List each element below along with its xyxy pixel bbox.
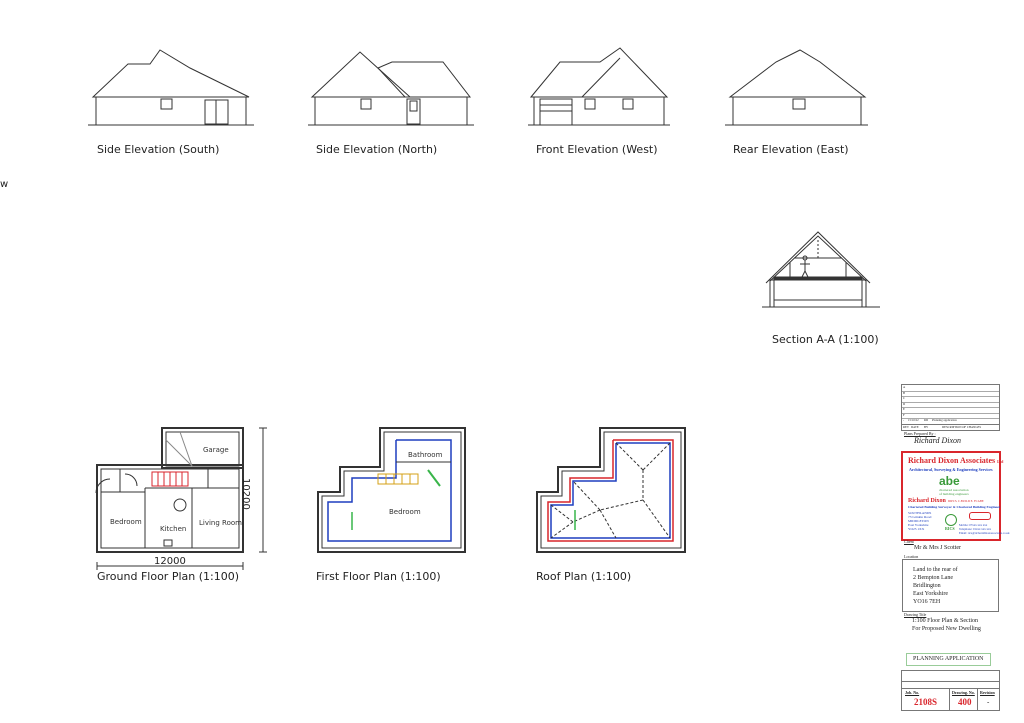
revision-row: E (902, 407, 999, 414)
company-name: Richard Dixon Associates Ltd (908, 456, 1004, 465)
drawing-no-value: 400 (958, 697, 972, 707)
contact-line-0: Mobile: 07xxx xxx xxx (959, 523, 988, 527)
abe-subtitle-2: of building engineers (939, 492, 969, 496)
width-dimension: 12000 (154, 556, 186, 567)
job-box: Job. No. Drawing. No. Revision 2108S 400… (901, 670, 1000, 711)
abe-logo: abe (939, 474, 960, 488)
job-no-value: 2108S (914, 697, 938, 707)
revision-cell-by: RD (924, 418, 929, 422)
elevation-north-label: Side Elevation (North) (316, 143, 438, 156)
contact-line-1: Telephone: 01xxx xxx xxx (959, 527, 992, 531)
contact-line-2: Email: rics@richarddixonassociates.co.uk (959, 531, 1010, 535)
revision-cell-date: 15/10/22 (908, 418, 919, 422)
address-line-0: SOUTHLANDS (908, 511, 932, 515)
person-title: Chartered Building Surveyor & Chartered … (908, 505, 1001, 509)
edge-text-fragment: w (0, 179, 9, 190)
revision-row: F (902, 412, 999, 419)
rev-header-date: DATE (911, 425, 919, 429)
drawing-title-label: Drawing Title (904, 612, 927, 617)
revision-row: A (902, 385, 999, 392)
prepared-by-name: Richard Dixon (914, 436, 962, 445)
revision-cell-rev: A (903, 385, 906, 389)
elevation-west-drawing (528, 47, 670, 126)
first-floor-plan-label: First Floor Plan (1:100) (316, 570, 441, 583)
location-line-0: Land to the rear of (913, 567, 958, 573)
room-label-garage: Garage (203, 446, 229, 454)
job-col-divider-1 (949, 688, 950, 710)
roof-plan-drawing (536, 427, 686, 553)
first-floor-plan-drawing (317, 427, 466, 553)
job-divider-2 (902, 688, 999, 689)
location-label: Location (904, 554, 919, 559)
section-label: Section A-A (1:100) (772, 333, 879, 346)
room-label-ground-bedroom: Bedroom (110, 518, 142, 526)
revision-cell-rev: C (903, 396, 906, 400)
client-name: Mr & Mrs J Scotter (914, 545, 961, 551)
location-line-2: Bridlington (913, 583, 941, 589)
client-label: Client (904, 539, 914, 544)
status-box: PLANNING APPLICATION (906, 653, 991, 666)
address-line-3: East Yorkshire (908, 523, 929, 527)
person-quals: DIPCS. C.BUILD E. FCABE (948, 499, 984, 503)
revision-value: - (987, 698, 990, 706)
address-line-1: 73 Grinkle Road (908, 515, 932, 519)
company-tagline: Architectural, Surveying & Engineering S… (909, 467, 993, 472)
revision-label: Revision (980, 690, 995, 695)
revision-cell-rev: E (903, 407, 905, 411)
revision-cell-rev: D (903, 401, 906, 406)
person-name: Richard Dixon (908, 498, 946, 504)
job-no-label: Job. No. (905, 690, 920, 695)
rics-label: RICS (945, 526, 955, 531)
drawing-title-line-1: For Proposed New Dwelling (912, 626, 981, 632)
elevation-east-label: Rear Elevation (East) (733, 143, 849, 156)
room-label-living-room: Living Room (199, 519, 242, 527)
elevation-north-drawing (308, 51, 474, 126)
elevation-east-drawing (725, 49, 868, 126)
drawing-title-line-0: 1:100 Floor Plan & Section (912, 618, 978, 624)
drawing-no-label: Drawing. No. (952, 690, 975, 695)
revision-row: D (902, 401, 999, 408)
rics-logo-icon (945, 514, 957, 526)
ground-floor-plan-label: Ground Floor Plan (1:100) (97, 570, 240, 583)
revision-row: B (902, 390, 999, 397)
revision-header-row: REV DATE BY DESCRIPTION OF CHANGES (902, 424, 999, 430)
location-line-1: 2 Bempton Lane (913, 575, 953, 581)
address-line-2: MIDDLETON (908, 519, 929, 523)
abe-subtitle-1: chartered association (939, 488, 969, 492)
elevation-south-label: Side Elevation (South) (97, 143, 220, 156)
elevation-south-drawing (88, 49, 254, 126)
ground-floor-plan-drawing (95, 427, 267, 570)
address-line-4: YO25 1XX (908, 527, 925, 531)
revision-row: C (902, 396, 999, 403)
section-drawing (762, 231, 880, 308)
revision-cell-rev: F (903, 412, 905, 417)
job-divider (902, 681, 999, 682)
prepared-by-label: Plans Prepared By : (904, 431, 936, 436)
roof-plan-label: Roof Plan (1:100) (536, 570, 632, 583)
rev-header-rev: REV (903, 425, 909, 429)
revision-cell-desc: Planning application (932, 418, 957, 422)
revision-cell-rev: - (903, 418, 904, 422)
depth-dimension: 10200 (240, 478, 251, 510)
location-line-3: East Yorkshire (913, 591, 949, 597)
rev-header-by: BY (924, 425, 929, 429)
rev-header-desc: DESCRIPTION OF CHANGES (942, 425, 982, 429)
room-label-bathroom: Bathroom (408, 451, 443, 459)
job-col-divider-2 (977, 688, 978, 710)
revision-cell-rev: B (903, 390, 906, 395)
badge-icon (969, 512, 991, 520)
location-line-4: YO16 7EH (913, 599, 941, 605)
status-text: PLANNING APPLICATION (913, 656, 984, 662)
room-label-first-bedroom: Bedroom (389, 508, 421, 516)
room-label-kitchen: Kitchen (160, 525, 187, 533)
elevation-west-label: Front Elevation (West) (536, 143, 658, 156)
company-panel: Richard Dixon Associates Ltd Architectur… (901, 451, 1010, 541)
